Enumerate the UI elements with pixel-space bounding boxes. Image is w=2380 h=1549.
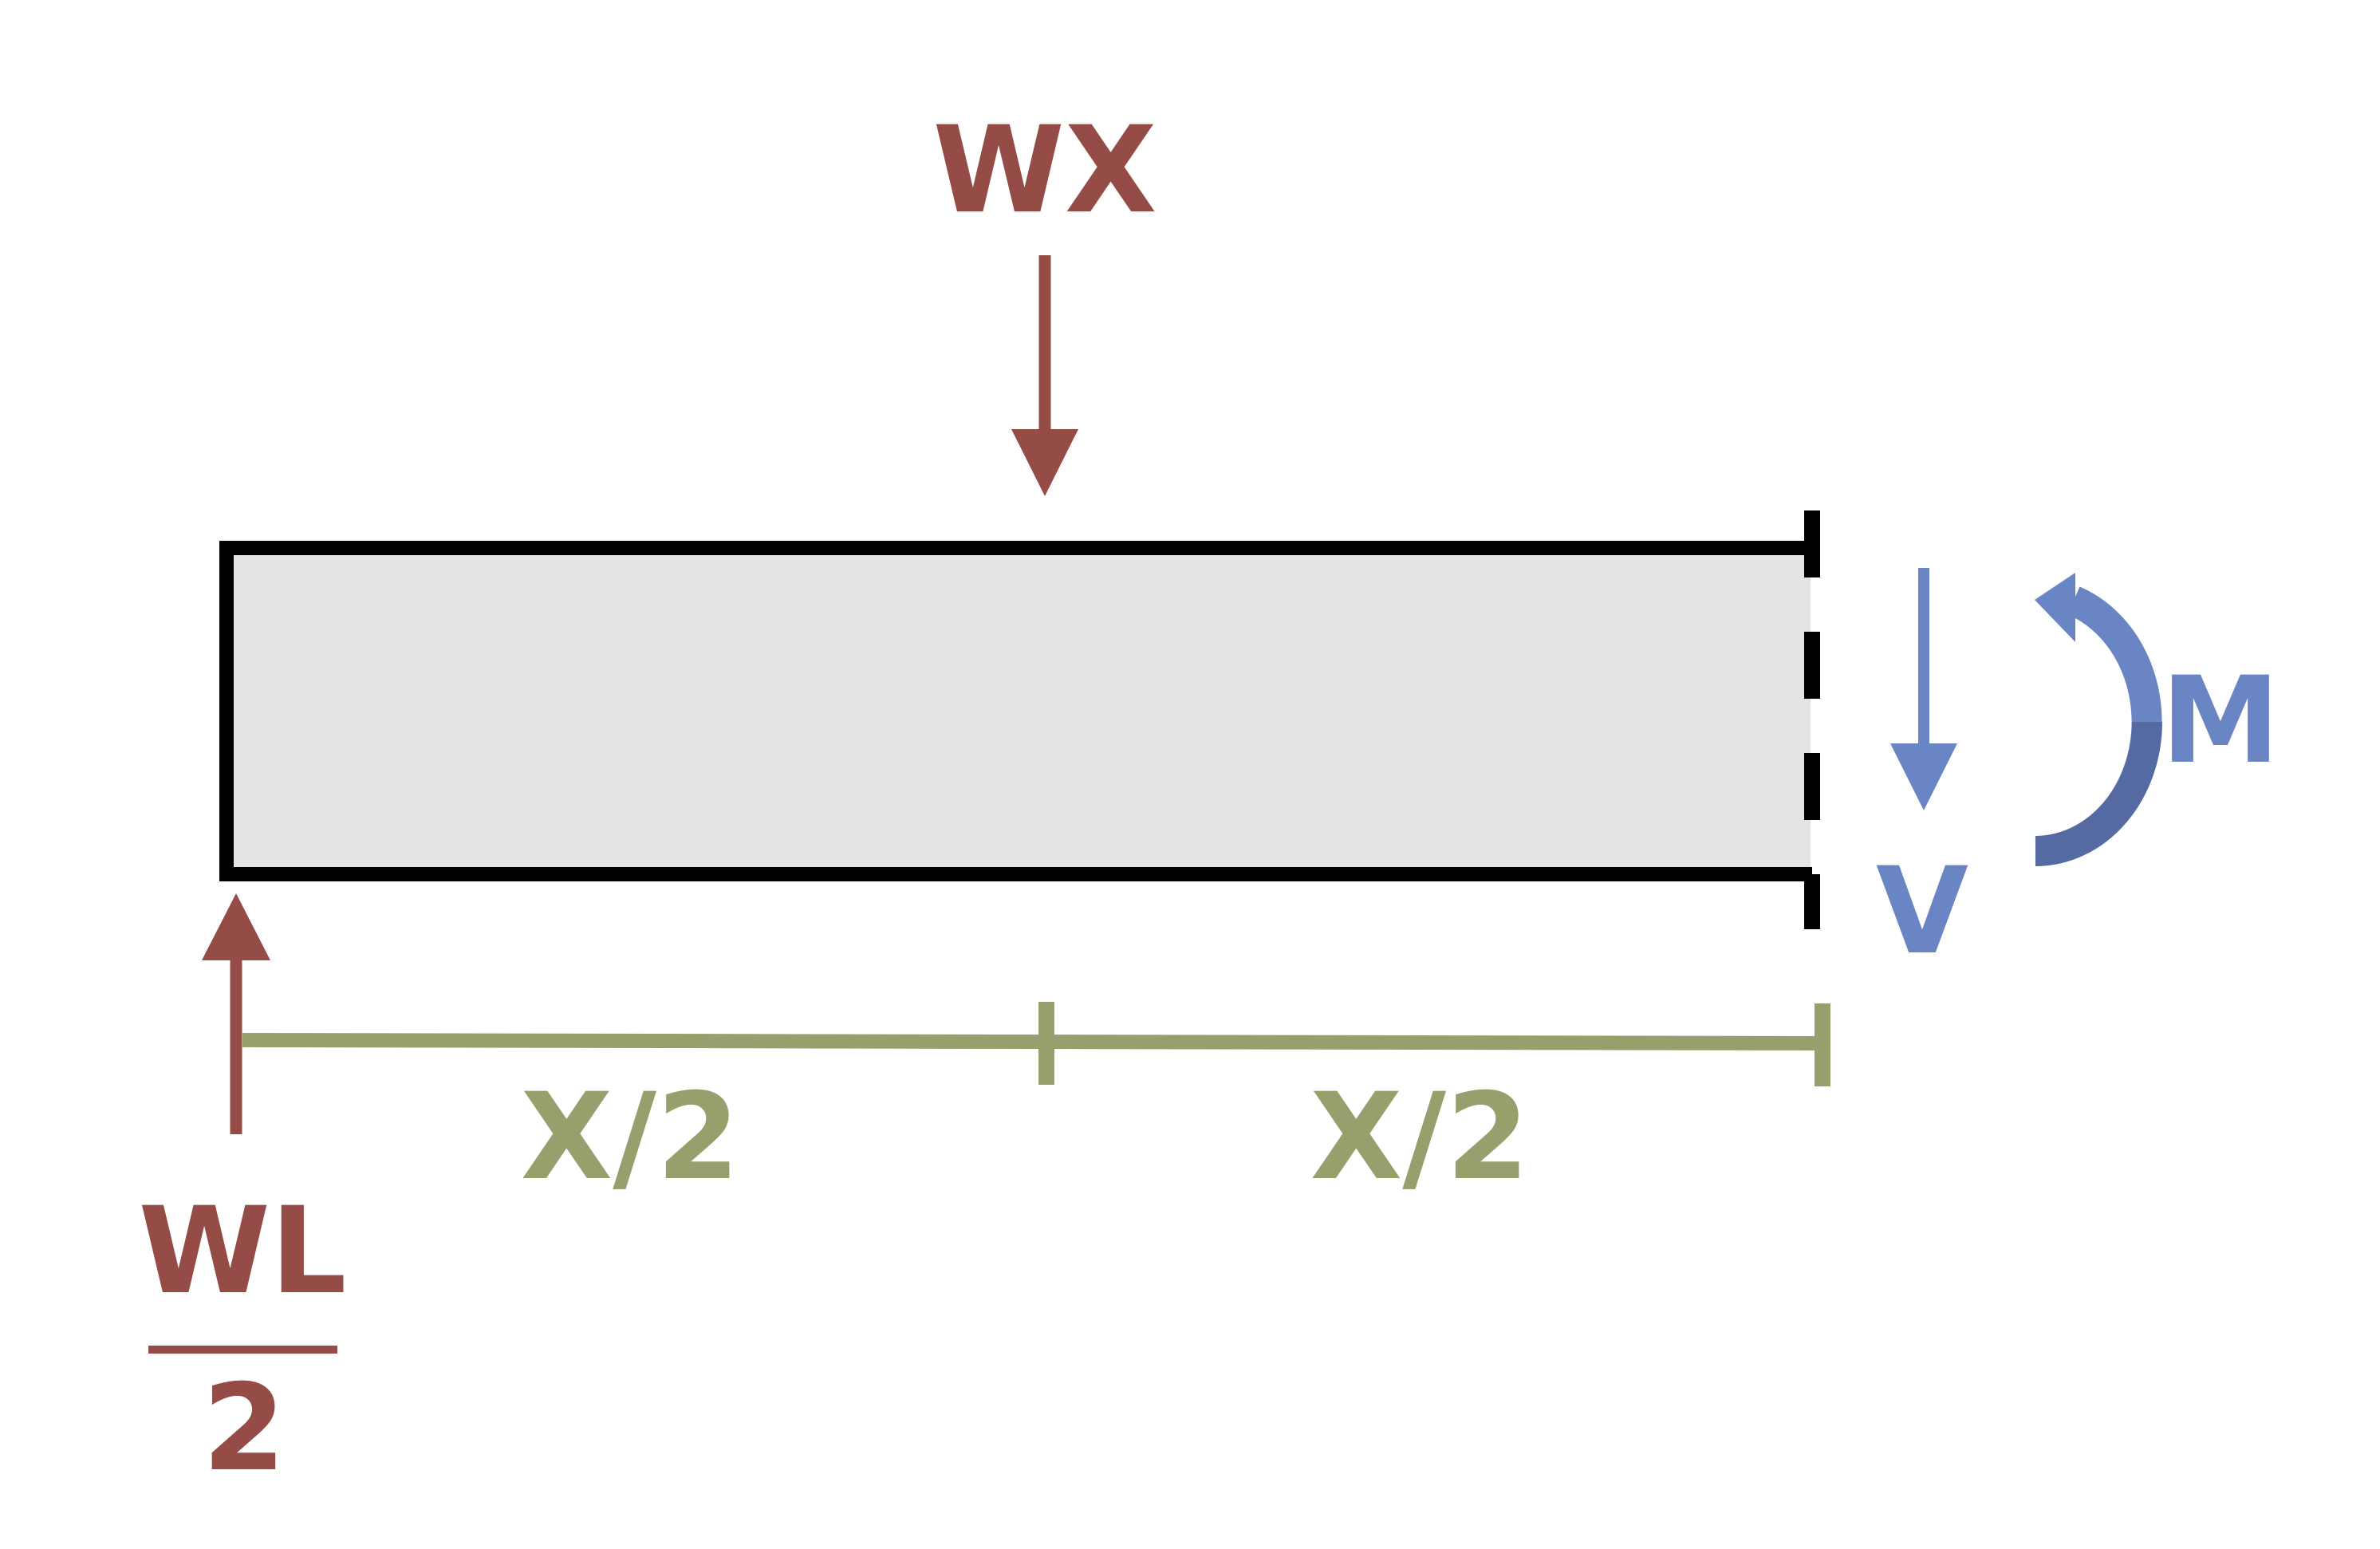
applied-load-label: WX [932,101,1157,240]
internal-moment: M [2035,573,2280,866]
internal-shear: V [1876,568,1968,981]
moment-label: M [2161,652,2280,790]
shear-label: V [1876,842,1968,981]
dimension-main-line [242,1033,1823,1050]
reaction-arrow-head [202,893,270,960]
reaction-numerator-label: WL [138,1182,346,1321]
support-reaction: WL 2 [138,893,347,1498]
shear-arrow-head [1890,743,1957,810]
dimension-line: X/2 X/2 [242,1002,1830,1207]
moment-arc-shade [2035,721,2162,866]
applied-load-arrow-head [1011,429,1078,496]
applied-load: WX [932,101,1157,496]
beam-outline [219,541,1812,881]
beam-fill [227,548,1811,874]
left-half-length-label: X/2 [521,1068,740,1207]
moment-arrow-head [2035,573,2075,642]
beam-segment [219,510,1820,929]
right-half-length-label: X/2 [1310,1068,1530,1207]
reaction-denominator-label: 2 [203,1359,286,1498]
